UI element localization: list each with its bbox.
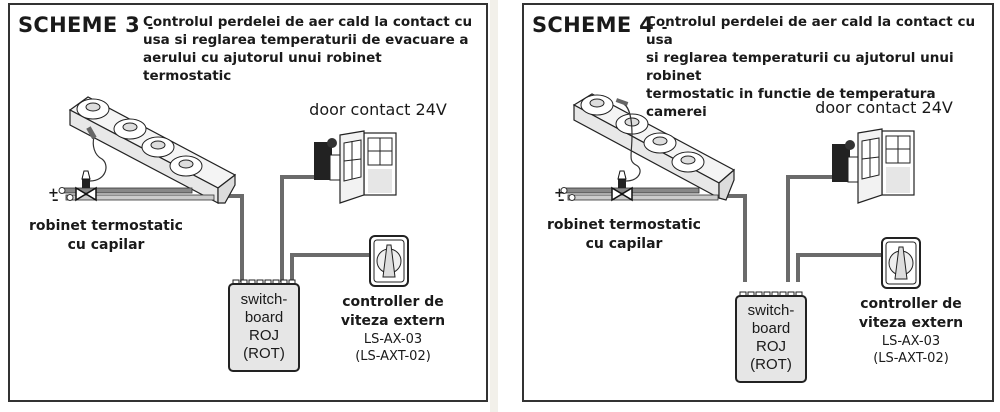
valve-label-line: cu capilar [585,236,663,252]
switchboard-label-line: switch- [747,302,795,319]
speed-controller-icon [881,237,921,289]
scheme-title: SCHEME 3 - [18,13,154,37]
plus-sign: + [48,186,59,201]
scheme-description: Controlul perdelei de aer cald la contac… [143,13,473,85]
door-contact-icon [314,138,341,181]
valve-label-line: cu capilar [67,237,145,253]
thermostatic-valve-icon [611,98,641,202]
scheme-4-panel: SCHEME 4 - Controlul perdelei de aer cal… [522,3,994,402]
switchboard-label-line: (ROT) [243,345,285,362]
description-line: Controlul perdelei de aer cald la contac… [646,14,976,48]
switchboard-label-line: board [244,309,284,326]
controller-model-alt: (LS-AXT-02) [873,351,949,366]
controller-model: LS-AX-03 [881,334,941,349]
description-line: termostatic in functie de temperatura ca… [646,86,936,120]
pipes [560,187,719,201]
minus-sign: – [558,193,565,208]
wires [724,175,882,282]
door-icon [339,130,397,204]
valve-label-line: robinet termostatic [29,218,183,234]
door-contact-icon [832,140,859,183]
door-contact-label: door contact 24V [309,100,447,119]
scheme-title-text: SCHEME 3 [18,13,141,37]
switchboard-label-line: switch- [240,291,288,308]
controller-label: controller de viteza extern LS-AX-03 (LS… [846,295,976,367]
wire-controller-to-switchboard [796,253,882,282]
wire-door-to-switchboard [786,175,832,282]
air-curtain-icon [572,93,736,201]
scheme-title: SCHEME 4 - [532,13,668,37]
scheme-description: Controlul perdelei de aer cald la contac… [646,13,976,121]
controller-model-alt: (LS-AXT-02) [355,349,431,364]
title-separator: - [661,20,668,36]
panel-divider [490,0,498,412]
scheme-title-text: SCHEME 4 [532,13,655,37]
wiring-diagram: + – [554,93,921,383]
wire-controller-to-switchboard [290,253,370,282]
controller-model: LS-AX-03 [363,332,423,347]
description-line: aerului cu ajutorul unui robinet termost… [143,50,382,84]
speed-controller-icon [369,235,409,287]
pipes [58,187,215,201]
plus-sign: + [554,186,565,201]
wire-door-to-switchboard [280,175,318,282]
door-icon [857,128,915,204]
switchboard-label-line: ROJ [249,327,279,344]
switchboard-label: switch- board ROJ (ROT) [229,291,299,363]
valve-label: robinet termostatic cu capilar [26,217,186,255]
description-line: Controlul perdelei de aer cald la contac… [143,14,473,30]
switchboard-label: switch- board ROJ (ROT) [736,302,806,374]
air-curtain-icon [68,96,237,204]
switchboard-label-line: ROJ [756,338,786,355]
thermostatic-valve-icon [75,126,107,202]
wire-curtain-to-switchboard [215,194,244,282]
wire-curtain-to-switchboard [724,194,747,282]
wiring-diagram: + – [48,96,409,372]
switchboard-label-line: board [751,320,791,337]
valve-label: robinet termostatic cu capilar [544,216,704,254]
scheme-3-panel: SCHEME 3 - Controlul perdelei de aer cal… [8,3,488,402]
description-line: usa si reglarea temperaturii de evacuare… [143,32,469,48]
switchboard-icon [735,291,807,383]
title-separator: - [147,20,154,36]
description-line: si reglarea temperaturii cu ajutorul unu… [646,50,954,84]
door-contact-label: door contact 24V [815,98,953,117]
switchboard-icon [228,279,300,372]
minus-sign: – [52,193,59,208]
controller-label-line: controller de [342,294,444,310]
controller-label-line: viteza extern [340,313,446,329]
switchboard-label-line: (ROT) [750,356,792,373]
controller-label-line: viteza extern [858,315,964,331]
controller-label-line: controller de [860,296,962,312]
controller-label: controller de viteza extern LS-AX-03 (LS… [328,293,458,365]
valve-label-line: robinet termostatic [547,217,701,233]
